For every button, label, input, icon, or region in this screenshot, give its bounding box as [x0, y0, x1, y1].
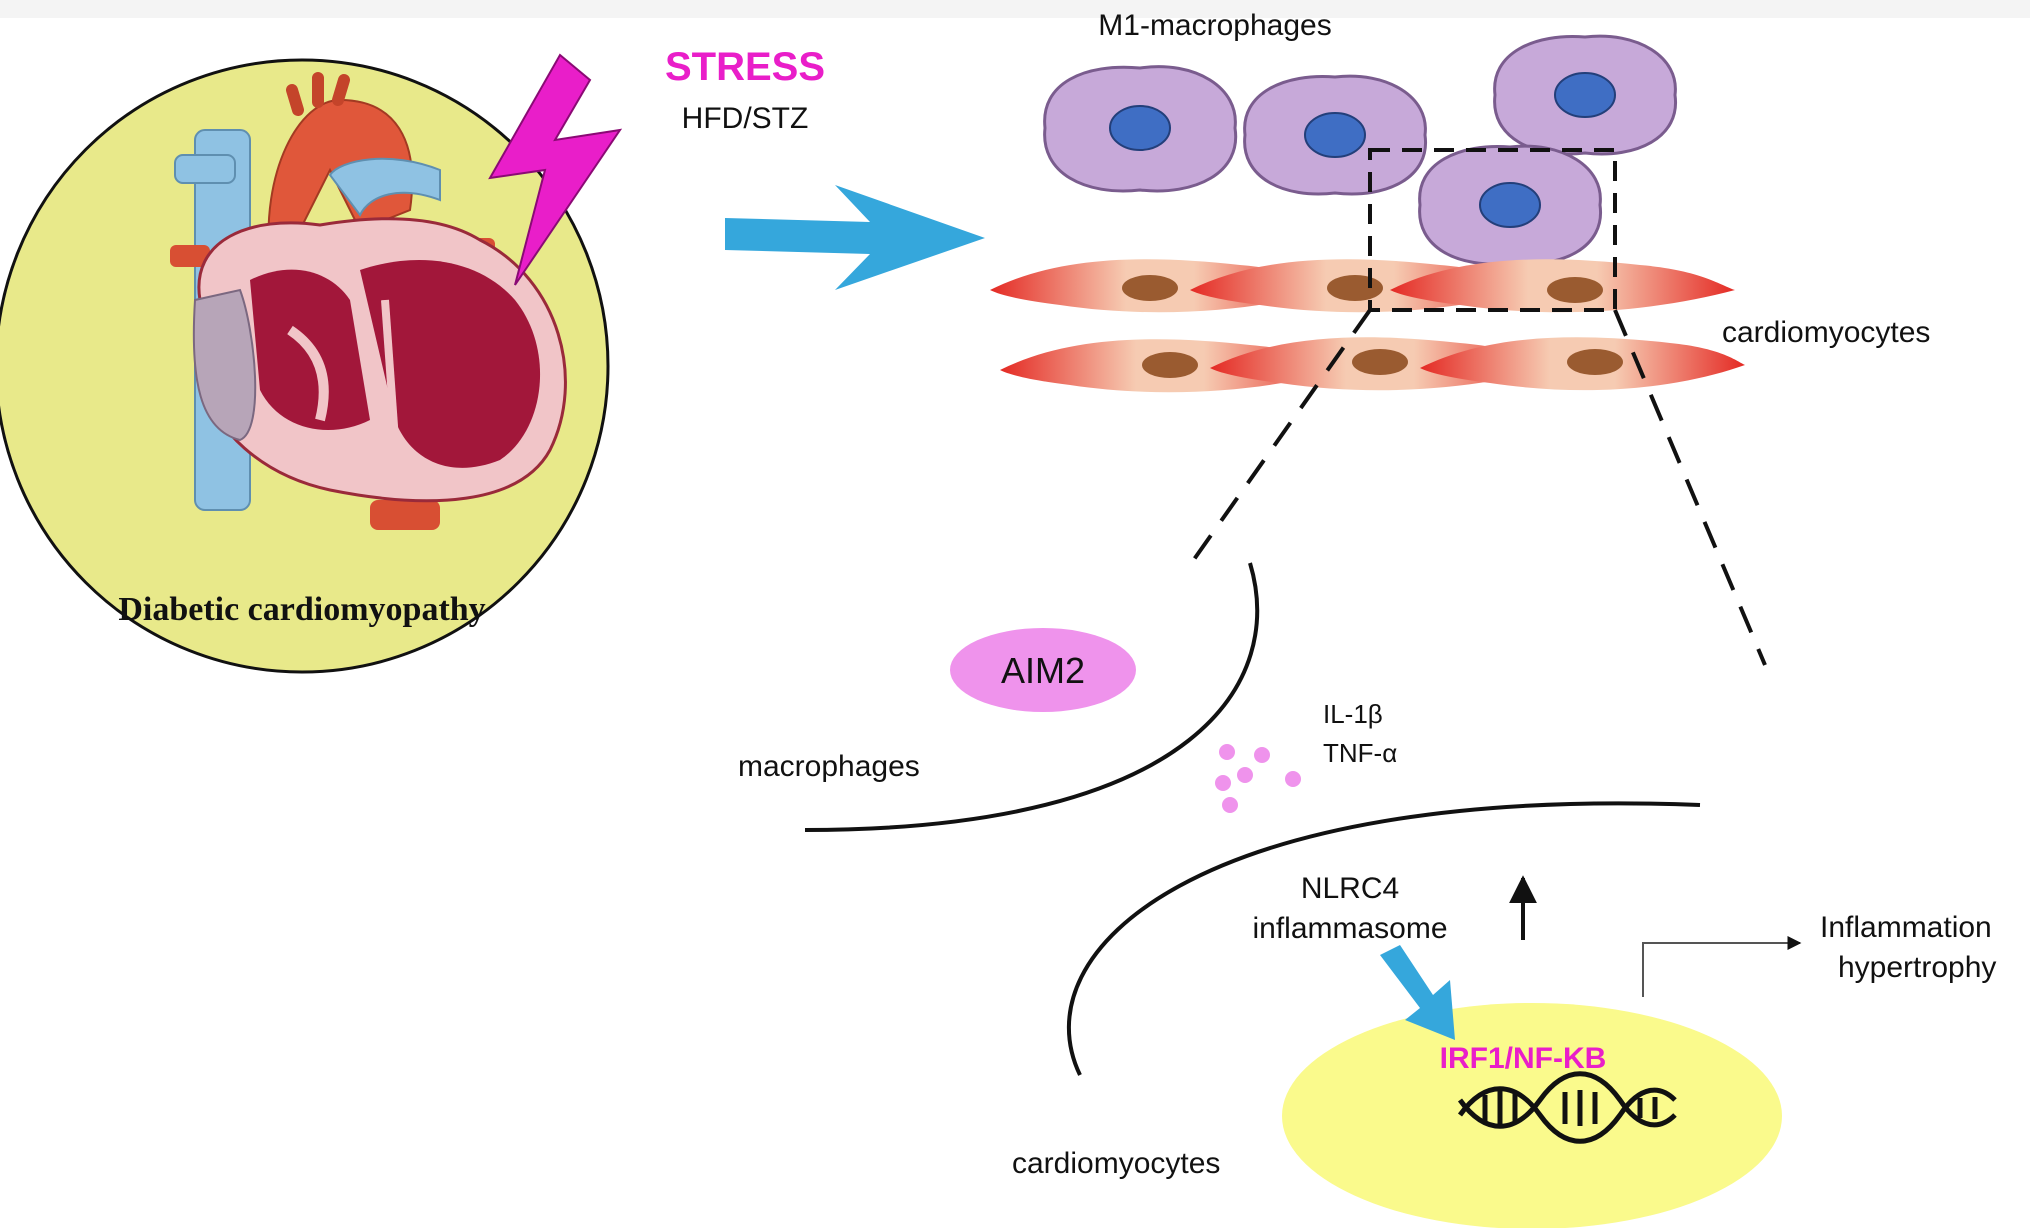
m1-macrophage-cluster — [1043, 34, 1677, 266]
cytokine-dots — [1215, 744, 1301, 813]
cardiomyocytes-sheet-label: cardiomyocytes — [1722, 316, 1930, 349]
macrophages-label: macrophages — [738, 750, 920, 783]
m1-macrophages-label: M1-macrophages — [1098, 9, 1331, 42]
dna-icon — [1457, 1071, 1677, 1144]
aim2-ellipse — [950, 628, 1136, 712]
cytokine-tnfa: TNF-α — [1323, 738, 1397, 768]
activation-arrow — [1380, 945, 1455, 1040]
stress-group: STRESS HFD/STZ — [488, 45, 825, 286]
top-band — [0, 0, 2030, 18]
zoom-line-left — [1188, 308, 1372, 567]
macrophage-membrane — [804, 562, 1260, 832]
nucleus-ellipse — [1282, 1003, 1782, 1228]
stress-title: STRESS — [665, 45, 825, 89]
aim2-label: AIM2 — [1001, 650, 1085, 691]
cardiomyocyte-cell — [1420, 337, 1745, 391]
zoom-box — [1368, 148, 1617, 312]
cytokine-il1b: IL-1β — [1323, 699, 1383, 729]
macrophage-cell — [1418, 144, 1602, 266]
nlrc4-label-line2: inflammasome — [1252, 912, 1447, 945]
macrophage-cell — [1493, 34, 1677, 156]
zoom-line-right — [1613, 309, 1767, 666]
stress-subtitle: HFD/STZ — [682, 102, 809, 135]
heart-icon — [170, 72, 567, 530]
tf-label: IRF1/NF-KB — [1440, 1042, 1607, 1075]
outcome-arrow — [1642, 936, 1802, 997]
outcome-label-line1: Inflammation — [1820, 911, 1992, 944]
cardiomyocyte-sheet — [990, 259, 1745, 393]
cardiomyocyte-cell — [1390, 259, 1735, 313]
outcome-label-line2: hypertrophy — [1838, 951, 1996, 984]
lightning-icon — [488, 53, 623, 286]
macrophage-cell — [1043, 65, 1238, 193]
nlrc4-label-line1: NLRC4 — [1301, 872, 1399, 905]
cardiomyocyte-membrane — [1066, 801, 1701, 1076]
disease-panel: Diabetic cardiomyopathy — [0, 58, 610, 674]
progression-arrow — [725, 185, 985, 290]
cardiomyocytes-zoom-label: cardiomyocytes — [1012, 1147, 1220, 1180]
disease-label: Diabetic cardiomyopathy — [118, 591, 485, 628]
macrophage-cell — [1243, 74, 1427, 196]
